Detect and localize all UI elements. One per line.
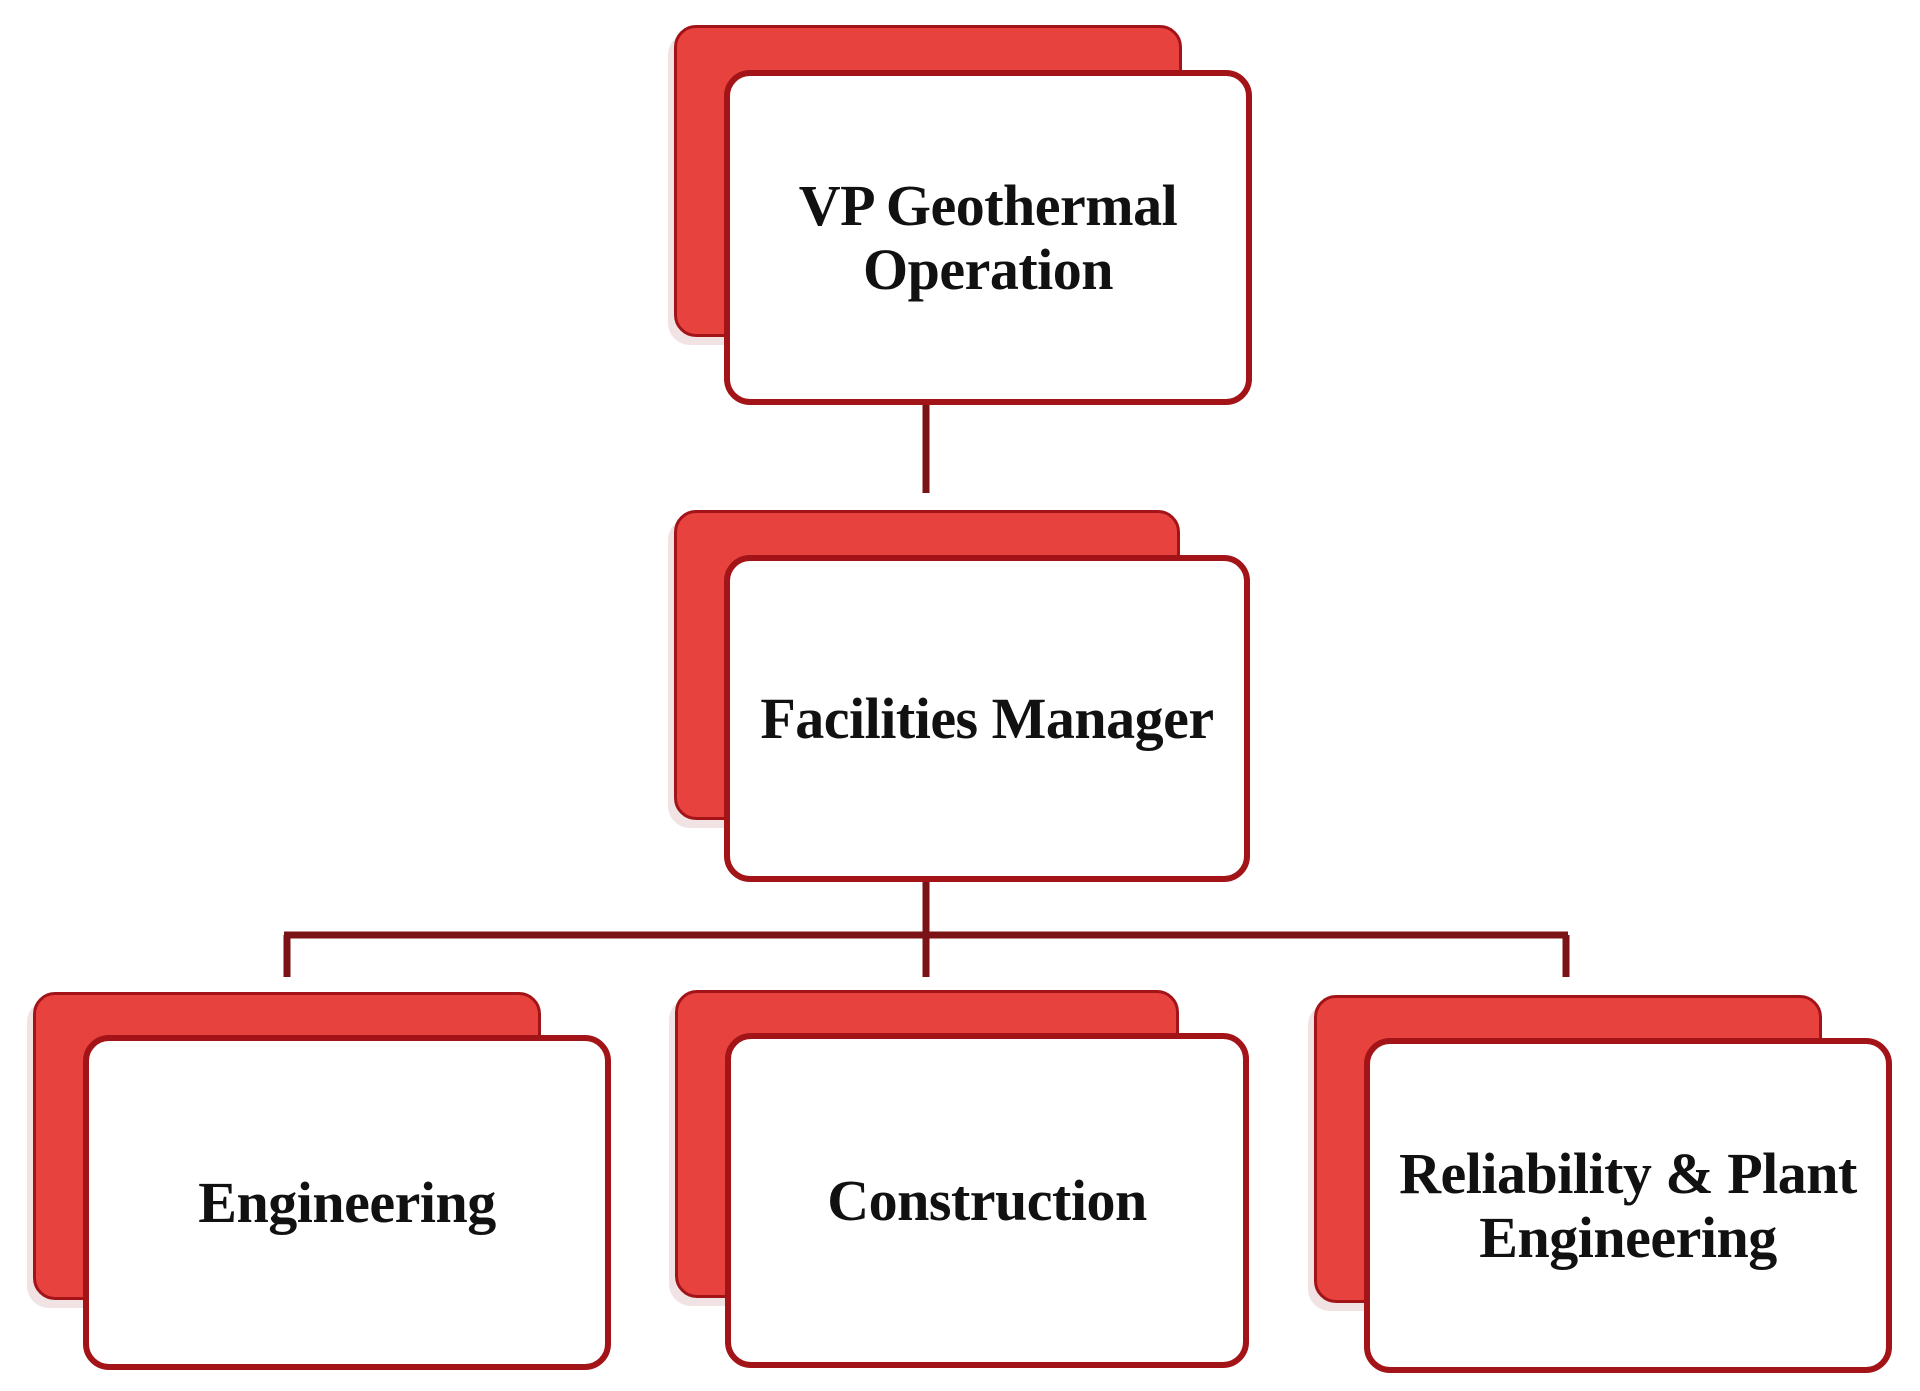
node-box: VP Geothermal Operation bbox=[724, 70, 1252, 405]
node-box: Engineering bbox=[83, 1035, 611, 1370]
node-reliability-plant-engineering: Reliability & Plant Engineering bbox=[1314, 995, 1892, 1373]
node-engineering: Engineering bbox=[33, 992, 611, 1370]
node-label: VP Geothermal Operation bbox=[798, 172, 1178, 302]
node-label: Reliability & Plant Engineering bbox=[1399, 1140, 1857, 1270]
node-label: Facilities Manager bbox=[760, 685, 1214, 751]
node-box: Reliability & Plant Engineering bbox=[1364, 1038, 1892, 1373]
node-label: Construction bbox=[827, 1167, 1147, 1233]
node-vp-geothermal-operation: VP Geothermal Operation bbox=[674, 25, 1252, 405]
node-box: Construction bbox=[725, 1033, 1249, 1368]
node-box: Facilities Manager bbox=[724, 555, 1250, 882]
node-construction: Construction bbox=[675, 990, 1249, 1368]
node-facilities-manager: Facilities Manager bbox=[674, 510, 1250, 882]
node-label: Engineering bbox=[198, 1169, 496, 1235]
